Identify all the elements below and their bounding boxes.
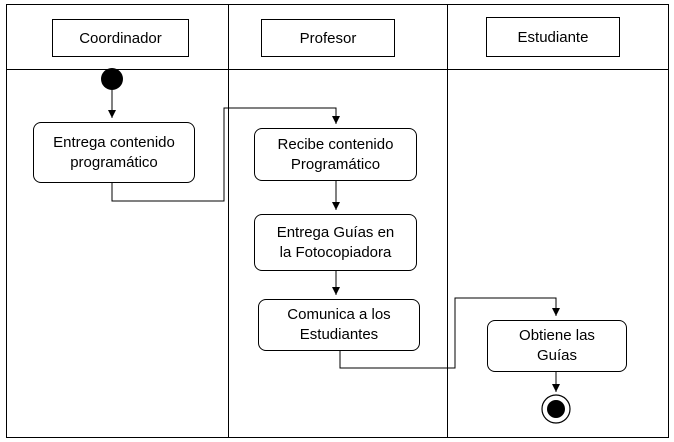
flow-entrega-to-recibe [111,107,340,202]
lane-title: Estudiante [517,28,589,46]
activity-label-line: Guías [536,347,577,364]
activity-label-line: Recibe contenido [277,135,394,153]
activity-recibe-contenido: Recibe contenido Programático [254,128,417,181]
lane-header-estudiante: Estudiante [486,17,620,57]
activity-label-line: Obtiene las [519,327,595,344]
lane-header-profesor: Profesor [261,19,395,57]
activity-label-line: Entrega contenido [53,133,175,151]
activity-label-line: programático [70,153,158,171]
final-node-core [547,400,565,418]
activity-entrega-contenido: Entrega contenido programático [33,122,195,183]
lane-header-coordinador: Coordinador [52,19,189,57]
initial-node [101,68,123,90]
activity-entrega-guias: Entrega Guías en la Fotocopiadora [254,214,417,271]
activity-label-line: Entrega Guías en [276,223,395,241]
lane-title: Profesor [299,29,357,47]
swimlane-frame [6,4,669,438]
lane-title: Coordinador [79,29,162,47]
activity-label-line: Programático [290,155,381,173]
activity-label-line: Comunica a los [287,306,391,323]
activity-label-line: Estudiantes [299,326,379,343]
activity-label-line: la Fotocopiadora [279,243,392,261]
flow-comunica-to-obtiene [339,297,560,369]
activity-obtiene-guias: Obtiene las Guías [487,320,627,372]
activity-comunica-estudiantes: Comunica a los Estudiantes [258,299,420,351]
